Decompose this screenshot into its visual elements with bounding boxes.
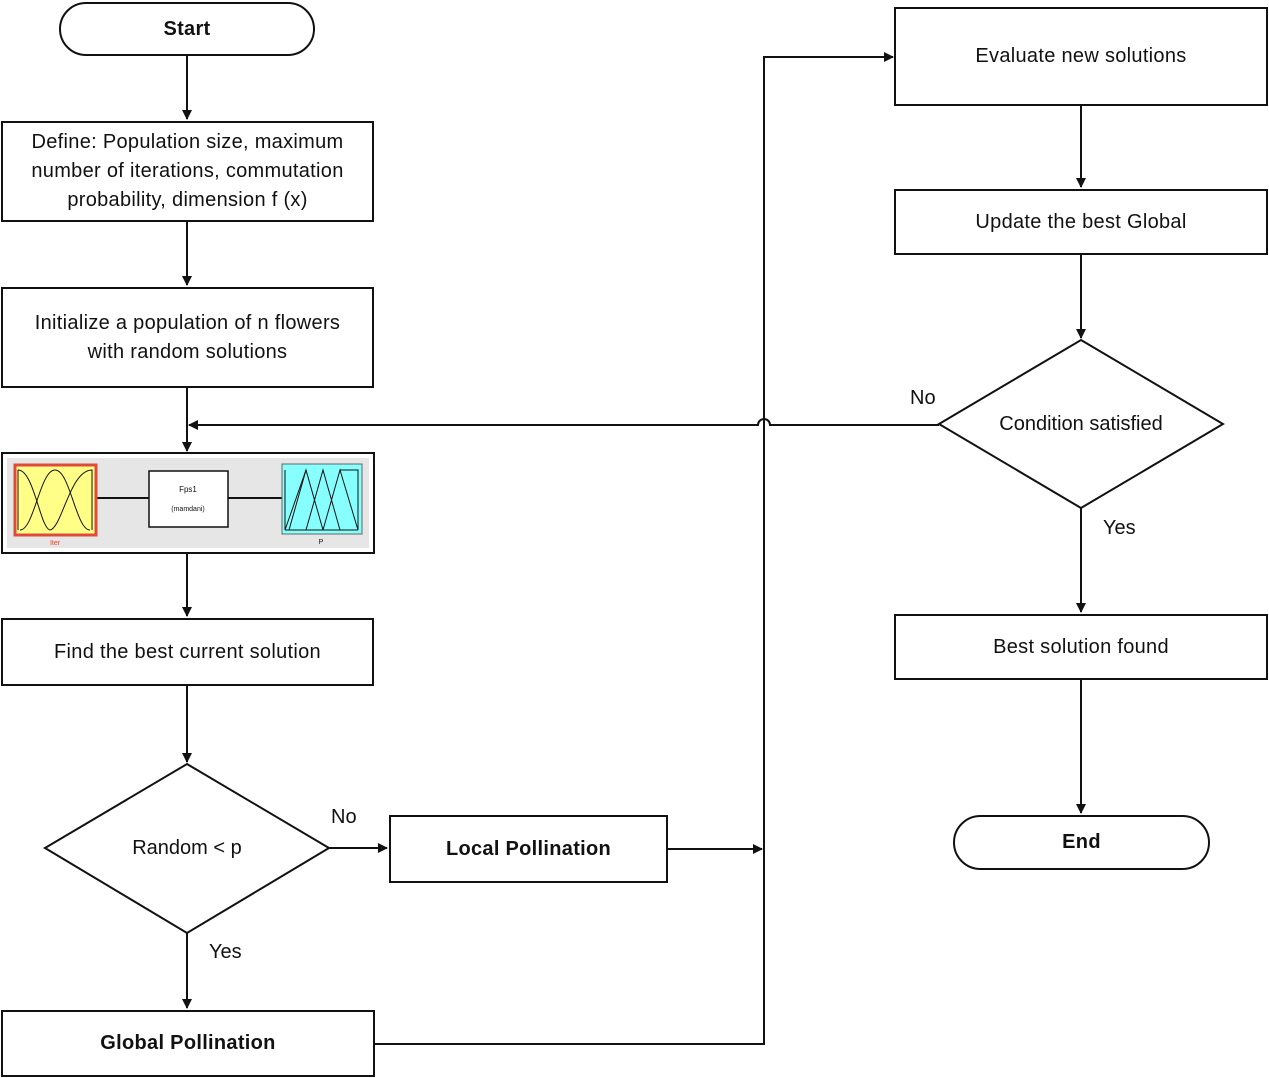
global-pollination-box: Global Pollination [1,1010,375,1077]
fuzzy-system-panel: Fps1 (mamdani) Iter P [1,452,375,554]
find-best-solution-box: Find the best current solution [1,618,374,686]
fuzzy-input-label: Iter [50,540,61,547]
line-global-to-evaluate [375,52,894,1045]
define-parameters-box: Define: Population size, maximum number … [1,121,374,222]
end-terminal: End [953,815,1210,870]
define-line-3: probability, dimension f (x) [67,189,308,211]
start-terminal: Start [59,2,315,56]
random-decision-shape [43,762,331,935]
fuzzy-system-name: Fps1 [179,485,197,494]
condition-decision-label: Condition satisfied [999,413,1163,435]
edge-label-no-local: No [331,806,357,828]
input-mf-curves [17,469,93,531]
update-best-global-box: Update the best Global [894,189,1268,255]
fuzzy-output-label: P [319,539,324,546]
rule-block [148,470,229,528]
output-mf-triangles [284,468,359,531]
random-decision-label: Random < p [132,837,242,859]
initialize-population-box: Initialize a population of n flowers wit… [1,287,374,388]
local-pollination-box: Local Pollination [389,815,668,883]
initialize-line-2: with random solutions [87,340,288,363]
edge-label-yes-global: Yes [209,941,242,963]
arrow-condition-no-loop [188,418,939,430]
edge-label-no-loop: No [910,387,936,409]
edge-label-yes-done: Yes [1103,517,1136,539]
define-line-2: number of iterations, commutation [31,160,344,182]
condition-decision-shape [937,338,1225,510]
best-solution-found-box: Best solution found [894,614,1268,680]
define-line-1: Define: Population size, maximum [31,131,344,153]
fuzzy-system-type: (mamdani) [171,506,204,513]
initialize-line-1: Initialize a population of n flowers [34,311,341,334]
evaluate-solutions-box: Evaluate new solutions [894,7,1268,106]
